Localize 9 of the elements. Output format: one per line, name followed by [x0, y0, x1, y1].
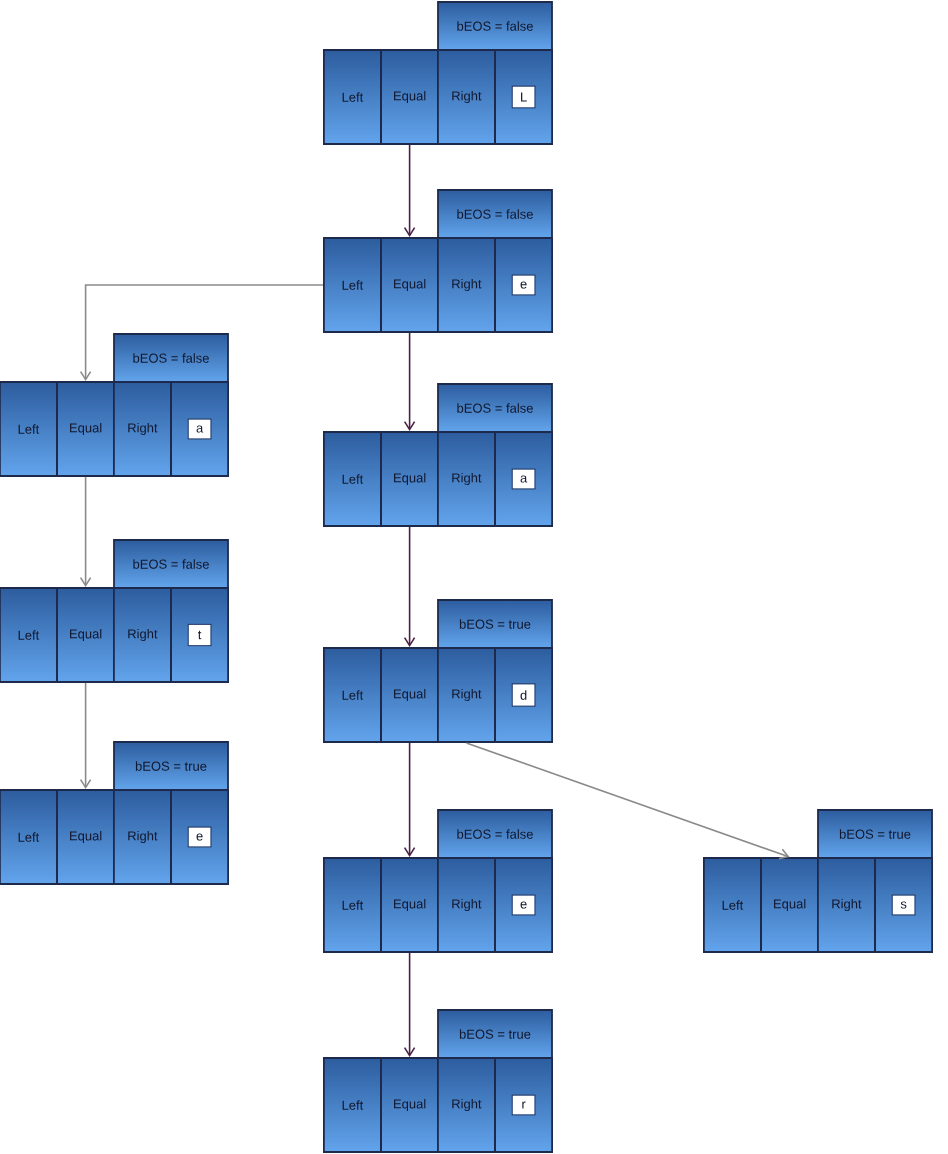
- arrow: [403, 144, 416, 238]
- arrow: [465, 742, 790, 860]
- arrow: [403, 742, 416, 858]
- arrow: [403, 526, 416, 648]
- arrow: [79, 682, 92, 790]
- arrow: [403, 332, 416, 432]
- arrow: [403, 952, 416, 1058]
- arrow: [79, 476, 92, 588]
- arrow: [79, 284, 324, 382]
